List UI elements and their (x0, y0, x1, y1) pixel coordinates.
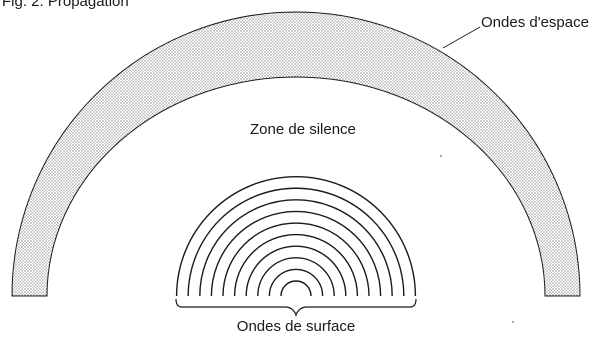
surface-waves-brace (176, 299, 416, 315)
space-waves-band (12, 12, 580, 296)
space-waves-leader (443, 27, 480, 48)
surface-waves-arcs (177, 177, 416, 296)
surface-waves-label: Ondes de surface (237, 318, 355, 335)
surface-wave-arc (235, 235, 358, 296)
space-waves-label: Ondes d'espace (481, 14, 589, 31)
surface-wave-arc (246, 246, 346, 296)
scan-speck (512, 321, 514, 323)
surface-wave-arc (281, 281, 311, 296)
figure-caption: Fig. 2. Propagation (2, 0, 129, 10)
scan-speck (440, 155, 442, 157)
surface-wave-arc (269, 269, 322, 296)
surface-wave-arc (177, 177, 416, 296)
silence-zone-label: Zone de silence (250, 121, 356, 138)
